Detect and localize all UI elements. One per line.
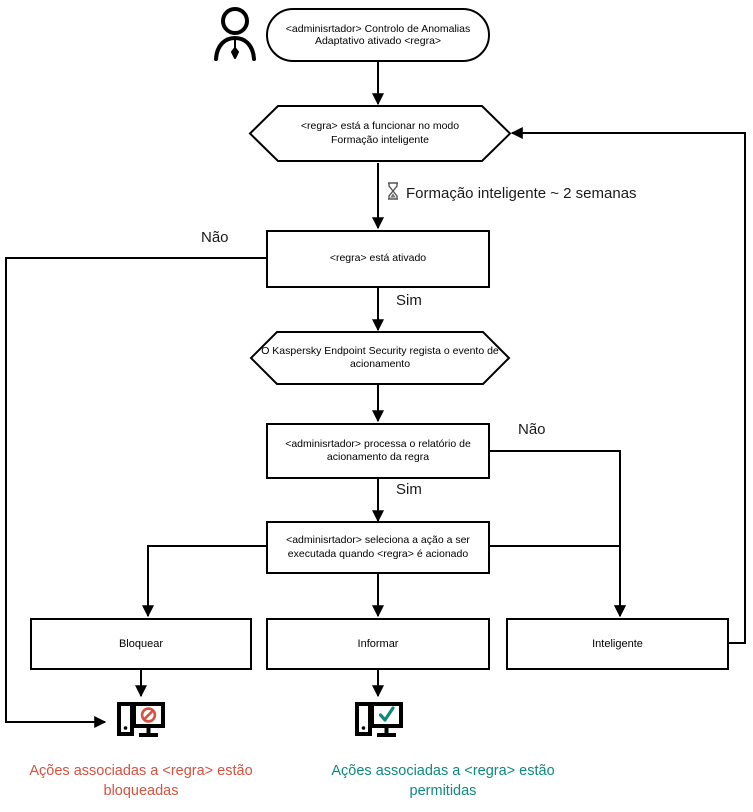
- monitor-blocked-icon: [117, 700, 165, 744]
- node-inform-label: Informar: [357, 637, 399, 650]
- monitor-allowed-icon: [355, 700, 403, 744]
- node-smart-training-mode-label: <regra> está a funcionar no modo Formaçã…: [300, 120, 460, 146]
- edge-action-to-smart: [490, 545, 626, 618]
- caption-blocked: Ações associadas a <regra> estão bloquea…: [29, 763, 253, 799]
- node-admin-processes-report[interactable]: <adminisrtador> processa o relatório de …: [266, 423, 490, 479]
- node-inform[interactable]: Informar: [266, 618, 490, 670]
- caption-allowed: Ações associadas a <regra> estão permiti…: [331, 763, 555, 799]
- node-smart[interactable]: Inteligente: [506, 618, 729, 670]
- edge-label-rule-enabled-no: Não: [201, 229, 229, 246]
- timer-edge-label-text: Formação inteligente ~ 2 semanas: [406, 184, 637, 202]
- edge-action-to-block: [142, 545, 266, 618]
- edge-smart-feedback-loop: [510, 127, 746, 644]
- node-block[interactable]: Bloquear: [30, 618, 252, 670]
- node-admin-selects-action[interactable]: <adminisrtador> seleciona a ação a ser e…: [266, 521, 490, 574]
- node-kes-logs-event[interactable]: O Kaspersky Endpoint Security regista o …: [249, 330, 511, 386]
- node-kes-logs-event-label: O Kaspersky Endpoint Security regista o …: [261, 344, 499, 370]
- node-smart-training-mode[interactable]: <regra> está a funcionar no modo Formaçã…: [248, 104, 512, 163]
- administrator-actor-icon: [208, 6, 262, 62]
- edge-label-report-yes: Sim: [396, 481, 422, 498]
- node-admin-selects-action-label: <adminisrtador> seleciona a ação a ser e…: [286, 534, 470, 560]
- timer-edge-label: Formação inteligente ~ 2 semanas: [386, 182, 637, 204]
- hourglass-icon: [386, 182, 400, 204]
- node-rule-enabled[interactable]: <regra> está ativado: [266, 230, 490, 288]
- node-rule-enabled-label: <regra> está ativado: [329, 252, 427, 265]
- node-start-label: <adminisrtador> Controlo de Anomalias Ad…: [285, 23, 471, 47]
- edge-report-no: [490, 450, 626, 618]
- node-block-label: Bloquear: [118, 637, 164, 650]
- node-start[interactable]: <adminisrtador> Controlo de Anomalias Ad…: [266, 8, 490, 62]
- edge-label-report-no: Não: [518, 421, 546, 438]
- edge-label-rule-enabled-yes: Sim: [396, 292, 422, 309]
- node-admin-processes-report-label: <adminisrtador> processa o relatório de …: [285, 437, 471, 463]
- node-smart-label: Inteligente: [592, 637, 643, 650]
